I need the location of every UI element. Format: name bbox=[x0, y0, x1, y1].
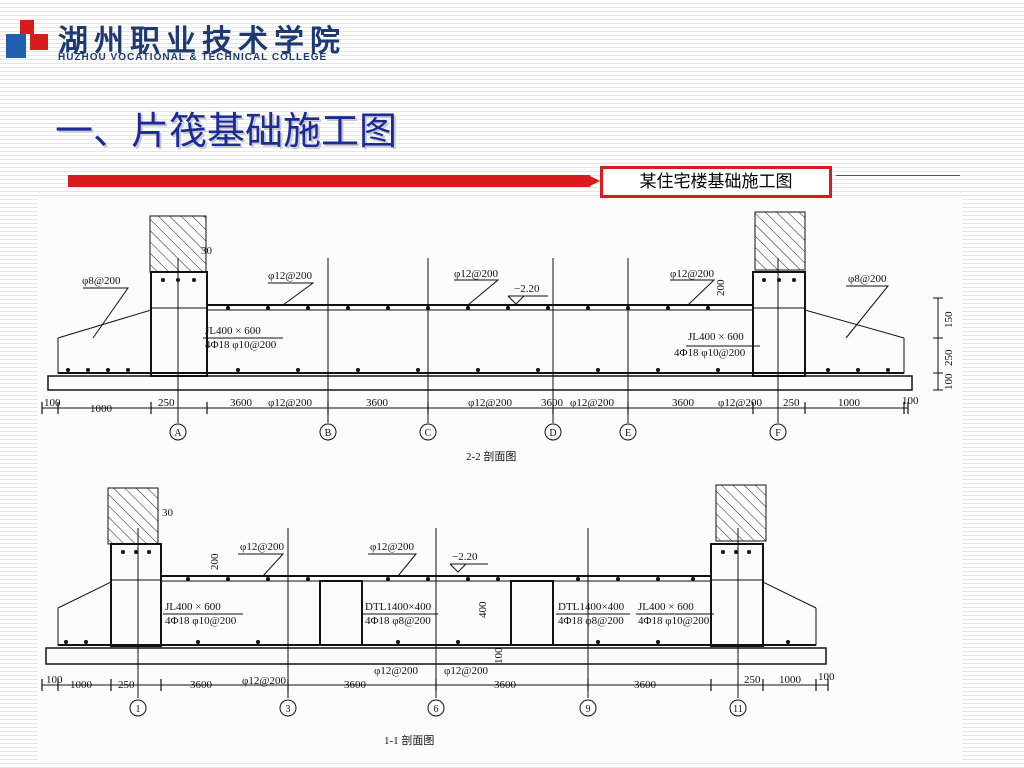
axis-bubble-f bbox=[769, 423, 787, 441]
span-label: 1000 bbox=[90, 403, 113, 415]
span-label: 3600 bbox=[344, 679, 367, 691]
beam-label: JL400 × 600 bbox=[165, 601, 221, 613]
axis-label: 11 bbox=[733, 704, 743, 715]
axis-bubble-d bbox=[544, 423, 562, 441]
rebar-label: φ12@200 bbox=[718, 397, 762, 409]
section-title-2-2: 2-2 剖面图 bbox=[466, 449, 516, 463]
dtl-label: 4Φ18 φ8@200 bbox=[365, 615, 431, 627]
rebar-label: φ12@200 bbox=[444, 665, 488, 677]
elevation-label: −2.20 bbox=[514, 283, 540, 295]
beam-label: 4Φ18 φ10@200 bbox=[165, 615, 237, 627]
axis-bubble-e bbox=[619, 423, 637, 441]
span-label: 250 bbox=[118, 679, 135, 691]
section-2-2 bbox=[41, 211, 943, 441]
title-underline-arrow bbox=[588, 175, 600, 187]
logo-mark-icon bbox=[6, 20, 48, 60]
dtl-label: DTL1400×400 bbox=[558, 601, 625, 613]
span-label: 3600 bbox=[634, 679, 657, 691]
rebar-label: φ12@200 bbox=[268, 270, 312, 282]
rebar-label: φ12@200 bbox=[374, 665, 418, 677]
axis-bubble-b bbox=[319, 423, 337, 441]
caption-leader-line bbox=[836, 175, 960, 176]
rebar-label: φ12@200 bbox=[268, 397, 312, 409]
dim-label: 200 bbox=[209, 553, 221, 570]
rebar-label: φ8@200 bbox=[82, 275, 121, 287]
axis-label: B bbox=[325, 428, 332, 439]
drawing-caption: 某住宅楼基础施工图 bbox=[600, 166, 832, 198]
dim-label: 100 bbox=[493, 647, 505, 664]
column-left-top bbox=[150, 271, 208, 377]
axis-label: 6 bbox=[434, 704, 439, 715]
wall-hatch-right-top bbox=[754, 211, 806, 271]
beam-label: JL400 × 600 bbox=[688, 331, 744, 343]
span-label: 3600 bbox=[190, 679, 213, 691]
dim-label: 200 bbox=[715, 279, 727, 296]
foundation-drawing: φ8@200 φ12@200 φ12@200 φ12@200 φ8@200 30… bbox=[38, 198, 962, 763]
rebar-label: φ12@200 bbox=[242, 675, 286, 687]
column-right-top bbox=[752, 271, 806, 377]
span-label: 100 bbox=[46, 674, 63, 686]
axis-label: A bbox=[174, 428, 182, 439]
section-title-1-1: 1-1 剖面图 bbox=[384, 733, 434, 747]
axis-label: 3 bbox=[286, 704, 291, 715]
title-underline-bar bbox=[68, 175, 590, 187]
axis-label: C bbox=[425, 428, 432, 439]
beam-label: 4Φ18 φ10@200 bbox=[205, 339, 277, 351]
rebar-label: φ12@200 bbox=[670, 268, 714, 280]
rebar-label: φ12@200 bbox=[468, 397, 512, 409]
dim-label: 30 bbox=[162, 507, 174, 519]
beam-label: JL400 × 600 bbox=[638, 601, 694, 613]
span-label: 3600 bbox=[494, 679, 517, 691]
span-label: 1000 bbox=[779, 674, 802, 686]
rebar-label: φ12@200 bbox=[370, 541, 414, 553]
dim-label: 400 bbox=[477, 601, 489, 618]
college-logo: 湖州职业技术学院 HUZHOU VOCATIONAL & TECHNICAL C… bbox=[0, 0, 360, 70]
axis-bubble-a bbox=[169, 423, 187, 441]
slide-title: 一、片筏基础施工图 bbox=[55, 109, 398, 153]
span-label: 250 bbox=[783, 397, 800, 409]
span-label: 250 bbox=[158, 397, 175, 409]
dim-label: 250 bbox=[943, 349, 955, 366]
rebar-label: φ8@200 bbox=[848, 273, 887, 285]
beam-label: 4Φ18 φ10@200 bbox=[638, 615, 710, 627]
dim-label: 100 bbox=[943, 373, 955, 390]
axis-label: 9 bbox=[586, 704, 591, 715]
axis-bubble-c bbox=[419, 423, 437, 441]
span-label: 100 bbox=[818, 671, 835, 683]
rebar-label: φ12@200 bbox=[454, 268, 498, 280]
beam-label: 4Φ18 φ10@200 bbox=[674, 347, 746, 359]
span-label: 1000 bbox=[70, 679, 93, 691]
logo-chinese-name: 湖州职业技术学院 bbox=[58, 24, 346, 59]
span-label: 250 bbox=[744, 674, 761, 686]
rebar-label: φ12@200 bbox=[570, 397, 614, 409]
axis-label: F bbox=[775, 428, 781, 439]
dim-label: 30 bbox=[201, 245, 213, 257]
span-label: 1000 bbox=[838, 397, 861, 409]
foundation-drawing-svg: φ8@200 φ12@200 φ12@200 φ12@200 φ8@200 30… bbox=[41, 211, 955, 747]
rebar-label: φ12@200 bbox=[240, 541, 284, 553]
span-label: 100 bbox=[902, 395, 919, 407]
axis-label: E bbox=[625, 428, 631, 439]
dtl-label: 4Φ18 φ8@200 bbox=[558, 615, 624, 627]
logo-english-name: HUZHOU VOCATIONAL & TECHNICAL COLLEGE bbox=[58, 52, 328, 63]
span-label: 100 bbox=[44, 397, 61, 409]
span-label: 3600 bbox=[541, 397, 564, 409]
span-label: 3600 bbox=[230, 397, 253, 409]
span-label: 3600 bbox=[672, 397, 695, 409]
raft-slab-top bbox=[47, 375, 913, 391]
elevation-label: −2.20 bbox=[452, 551, 478, 563]
axis-label: D bbox=[549, 428, 556, 439]
axis-label: 1 bbox=[136, 704, 141, 715]
section-1-1 bbox=[41, 484, 829, 717]
span-label: 3600 bbox=[366, 397, 389, 409]
dim-label: 150 bbox=[943, 311, 955, 328]
beam-label: JL400 × 600 bbox=[205, 325, 261, 337]
dtl-label: DTL1400×400 bbox=[365, 601, 432, 613]
